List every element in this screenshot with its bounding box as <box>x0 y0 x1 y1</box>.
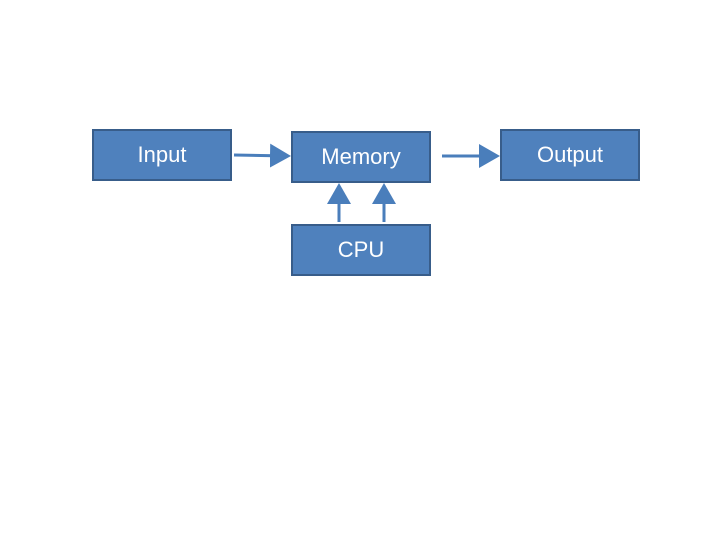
output-node: Output <box>500 129 640 181</box>
arrow-input-to-memory <box>233 143 291 168</box>
memory-node: Memory <box>291 131 431 183</box>
output-node-label: Output <box>536 142 604 167</box>
input-node: Input <box>92 129 232 181</box>
input-node-label: Input <box>137 142 187 167</box>
cpu-node-label: CPU <box>337 237 385 262</box>
cpu-node: CPU <box>291 224 431 276</box>
memory-node-label: Memory <box>321 144 401 169</box>
